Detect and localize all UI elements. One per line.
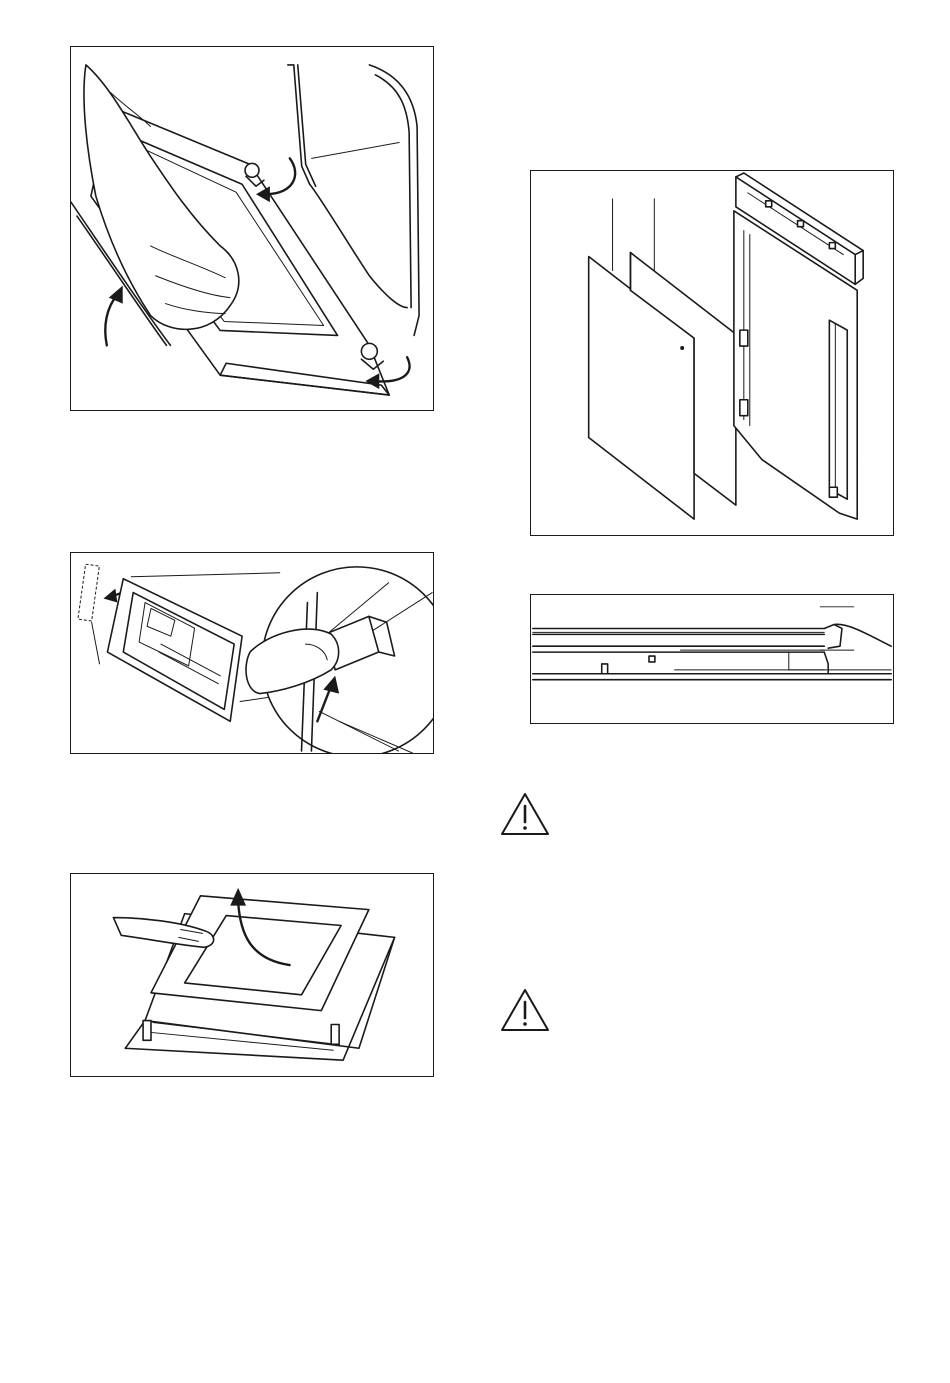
door-trim-removal-figure bbox=[70, 552, 434, 754]
glass-panel-section-illustration bbox=[531, 595, 893, 723]
warning-triangle-icon bbox=[500, 988, 550, 1032]
glass-panel-lift-illustration bbox=[71, 874, 433, 1076]
door-removal-hinge-illustration bbox=[71, 47, 433, 410]
glass-panel-lift-figure bbox=[70, 873, 434, 1077]
glass-panels-exploded-figure bbox=[530, 170, 894, 536]
warning-triangle-icon bbox=[500, 792, 550, 836]
glass-panels-exploded-illustration bbox=[531, 171, 893, 535]
door-trim-removal-illustration bbox=[71, 553, 433, 753]
door-removal-hinge-figure bbox=[70, 46, 434, 411]
glass-panel-section-figure bbox=[530, 594, 894, 724]
